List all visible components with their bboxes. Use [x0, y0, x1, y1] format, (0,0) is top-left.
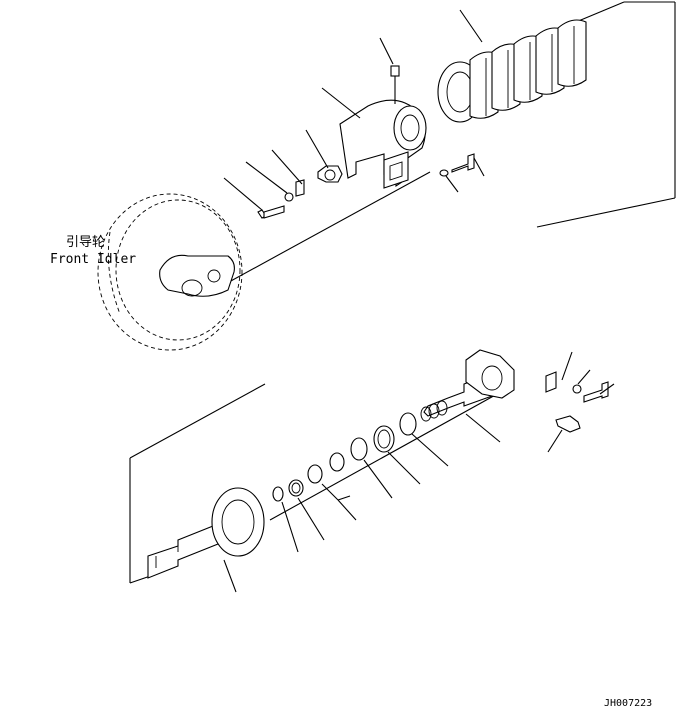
nut-clip-bolt-group [223, 129, 343, 219]
idler-label-en: Front Idler [50, 252, 136, 267]
right-hardware [545, 351, 615, 453]
seal-ring-row [272, 412, 449, 553]
yoke-bolt-right [439, 153, 485, 193]
idler-label-cn: 引导轮 [66, 235, 105, 250]
recoil-spring [437, 9, 587, 123]
front-idler-phantom [97, 193, 243, 351]
drawing-code: JH007223 [604, 698, 652, 709]
upper-frame-lines [228, 1, 676, 283]
shaft-left [147, 487, 265, 593]
lower-frame-lines [129, 383, 509, 584]
shaft-right [420, 349, 515, 443]
yoke-bracket [321, 87, 427, 189]
grease-fitting-top [379, 37, 400, 104]
front-idler-label: 引导轮 Front Idler [50, 235, 136, 267]
